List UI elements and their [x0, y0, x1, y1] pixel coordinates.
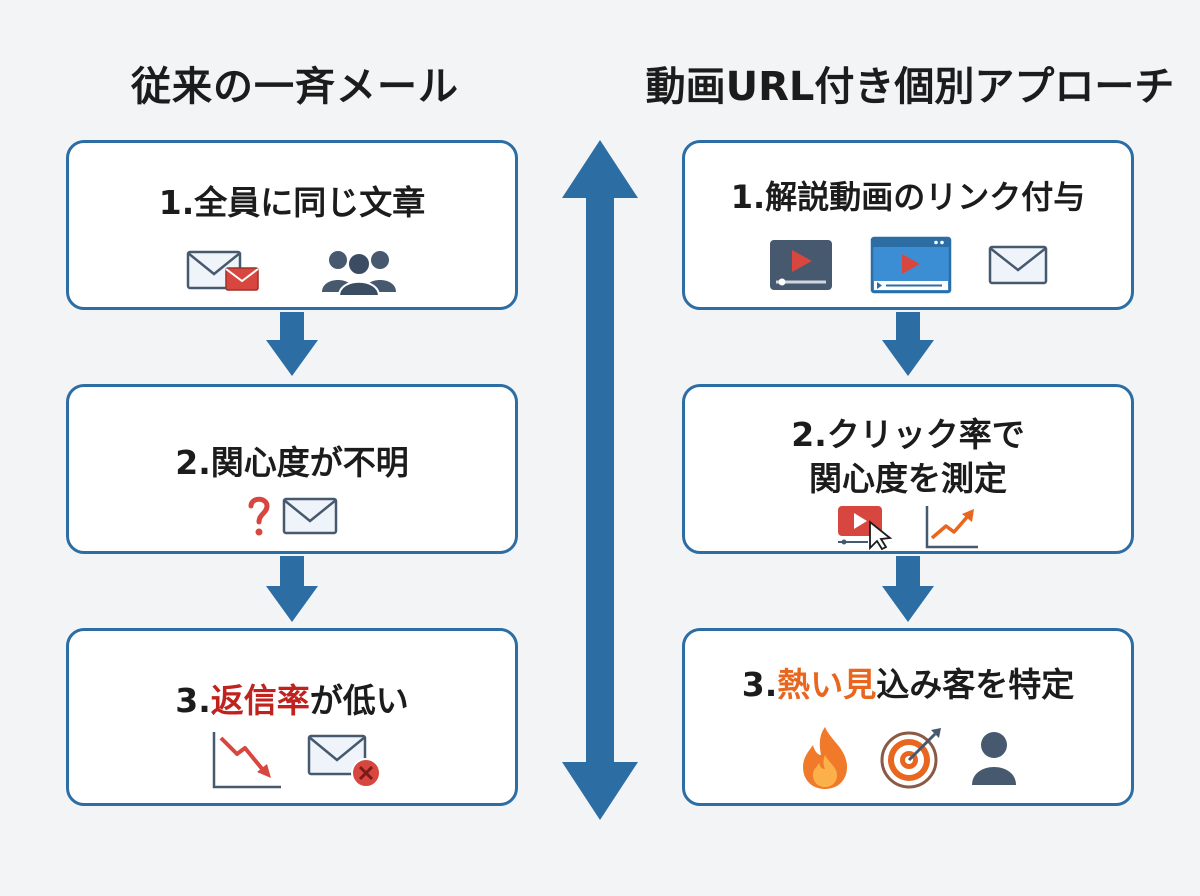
declining-chart-icon: [212, 732, 281, 789]
browser-video-icon: [870, 236, 952, 294]
right-step-3-box: 3.熱い見込み客を特定: [682, 628, 1134, 806]
left-step-3-prefix: 3.: [175, 681, 211, 720]
left-step-1-label: 1.全員に同じ文章: [158, 183, 426, 222]
left-step-1-box: 1.全員に同じ文章: [66, 140, 518, 310]
right-step-3-icons: [685, 723, 1131, 793]
right-step-1-label: 1.解説動画のリンク付与: [730, 178, 1086, 216]
mail-icon: [282, 497, 338, 535]
left-step-2-box: 2.関心度が不明: [66, 384, 518, 554]
left-step-3-highlight: 返信率: [210, 681, 310, 720]
right-step-3-suffix: 込み客を特定: [876, 665, 1075, 704]
left-step-3-box: 3.返信率が低い: [66, 628, 518, 806]
right-step-2-box: 2.クリック率で 関心度を測定: [682, 384, 1134, 554]
right-arrow-1-to-2: [882, 312, 934, 376]
left-step-2-label: 2.関心度が不明: [175, 443, 409, 482]
right-step-3-label: 3.熱い見込み客を特定: [685, 665, 1131, 705]
left-step-3-suffix: が低い: [309, 681, 409, 720]
group-of-people-icon: [322, 251, 396, 296]
target-icon: [880, 728, 941, 789]
right-arrow-2-to-3: [882, 556, 934, 622]
mail-icon: [988, 245, 1048, 285]
left-step-2-icons: [69, 491, 515, 541]
central-double-arrow: [562, 140, 638, 820]
left-arrow-2-to-3: [266, 556, 318, 622]
left-arrow-1-to-2: [266, 312, 318, 376]
right-step-2-line2: 関心度を測定: [809, 459, 1007, 498]
mail-error-icon: [307, 734, 381, 788]
rising-chart-icon: [925, 506, 978, 549]
right-step-3-highlight: 熱い見: [777, 665, 877, 704]
left-column-title: 従来の一斉メール: [131, 64, 459, 110]
left-step-3-label: 3.返信率が低い: [69, 681, 515, 721]
right-step-2-line1: 2.クリック率で: [791, 415, 1025, 454]
right-step-1-icons: [685, 235, 1131, 295]
fire-icon: [803, 727, 847, 789]
right-step-1-box: 1.解説動画のリンク付与: [682, 140, 1134, 310]
video-player-icon: [770, 240, 832, 290]
left-step-3-icons: [69, 727, 515, 793]
mail-with-badge-icon: [186, 250, 259, 291]
right-step-2-icons: [685, 503, 1131, 551]
video-click-icon: [838, 506, 893, 550]
question-mark-icon: [248, 496, 270, 536]
right-step-3-prefix: 3.: [741, 665, 778, 704]
left-step-1-icons: [69, 241, 515, 301]
right-column-title: 動画URL付き個別アプローチ: [645, 64, 1175, 110]
person-icon: [972, 732, 1016, 785]
